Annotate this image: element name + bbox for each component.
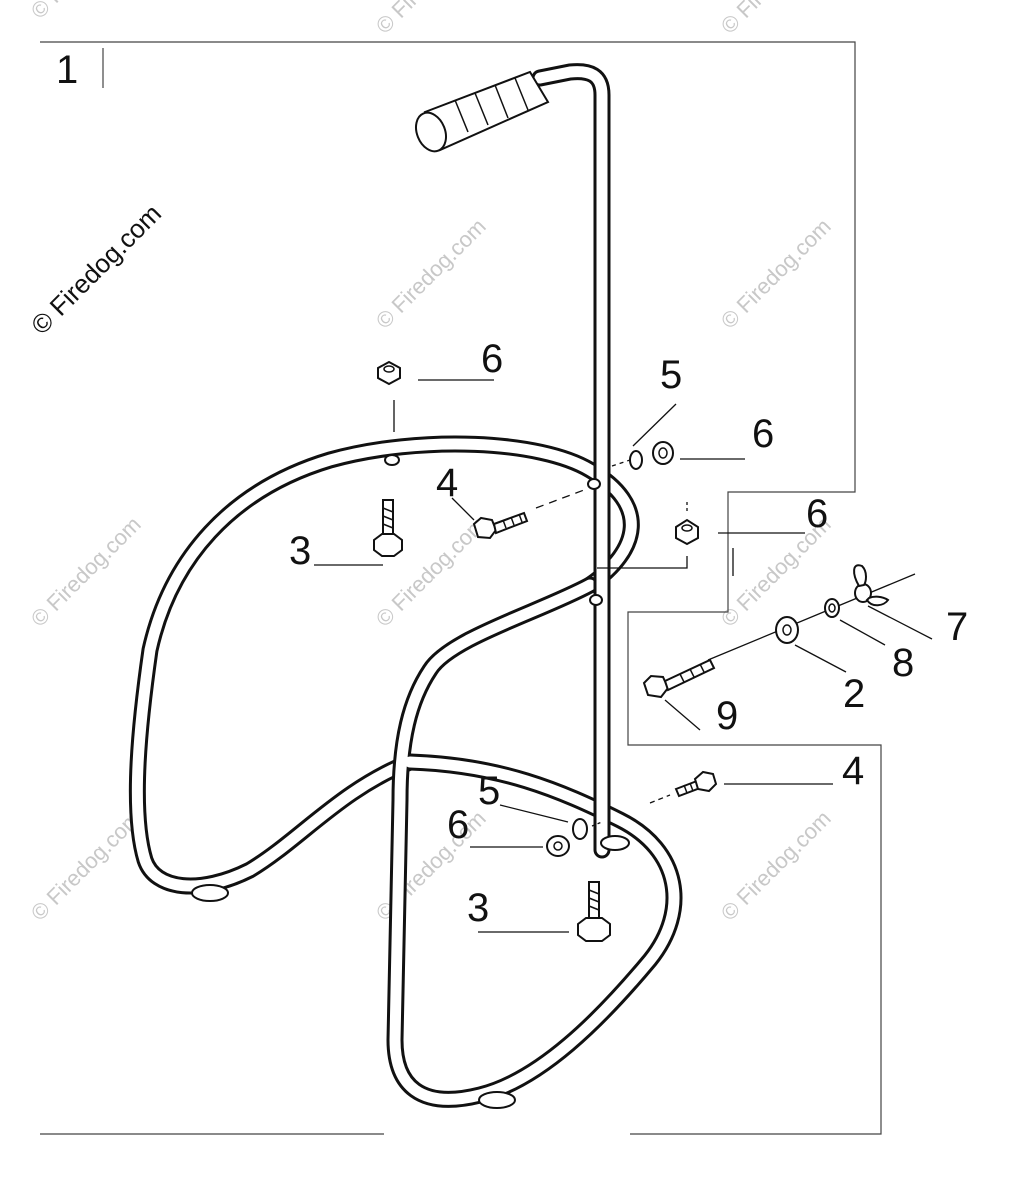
foot [478,1091,516,1109]
frame-outline [40,41,882,1135]
mount-hole [589,594,603,606]
callout-5: 5 [478,769,500,813]
frame-tube [128,63,683,1109]
handle-grip [415,70,550,153]
callout-7: 7 [946,605,968,649]
flat-washer [824,598,840,618]
watermark: © Firedog.com [371,214,491,334]
callout-6: 6 [806,492,828,536]
callout-2: 2 [843,672,865,716]
spacer-nut [775,616,799,644]
callout-8: 8 [892,641,914,685]
foot [191,884,229,902]
callout-5: 5 [660,353,682,397]
mount-hole [587,478,601,490]
watermark: © Firedog.com [371,0,491,39]
callout-4: 4 [436,461,458,505]
foot [600,835,630,851]
watermark: © Firedog.com [716,0,836,39]
hardware [373,360,916,942]
leader-lines [314,379,933,933]
hex-nut [377,360,401,386]
callout-3: 3 [289,529,311,573]
watermark: © Firedog.com [26,512,146,632]
callout-3: 3 [467,886,489,930]
hex-bolt [642,658,716,699]
hex-bolt [674,770,718,798]
lock-nut [652,441,674,465]
hex-nut [675,518,699,546]
callouts: 1 6 5 6 4 3 6 7 8 2 9 4 5 6 3 [56,48,968,930]
callout-6: 6 [752,412,774,456]
mount-hole [384,454,400,466]
watermark: © Firedog.com [26,0,146,24]
watermark: © Firedog.com [716,214,836,334]
callout-4: 4 [842,749,864,793]
watermark: © Firedog.com [716,806,836,926]
hex-bolt [577,881,611,942]
lock-nut [546,835,570,857]
callout-6: 6 [481,337,503,381]
callout-9: 9 [716,694,738,738]
wing-nut [853,564,890,607]
callout-6: 6 [447,803,469,847]
watermark: © Firedog.com [26,806,146,926]
callout-1: 1 [56,48,78,92]
watermark: © Firedog.com [25,198,167,340]
washer [572,818,588,840]
hex-bolt [472,511,529,540]
hex-bolt [373,499,403,557]
washer [629,450,643,470]
